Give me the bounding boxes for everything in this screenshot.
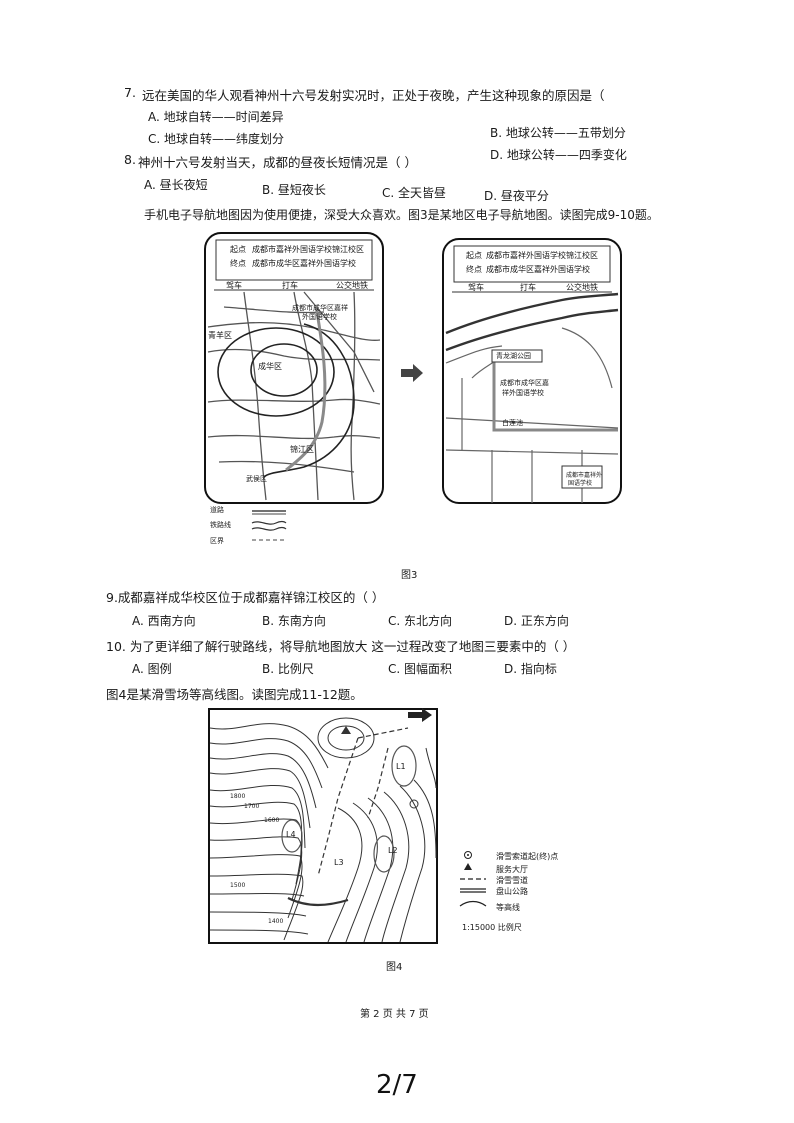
fig3-right-tab-drive: 驾车	[468, 283, 484, 292]
fig3-legend-road: 道路	[210, 506, 224, 514]
fig3-legend-railway: 铁路线	[210, 521, 231, 529]
fig3-right-tab-taxi: 打车	[520, 283, 536, 292]
q9-option-c: C. 东北方向	[388, 614, 453, 628]
fig4-elev-1800: 1800	[230, 793, 246, 800]
fig4-label-l3: L3	[334, 858, 344, 867]
q10-option-d: D. 指向标	[504, 662, 557, 676]
q10-option-b: B. 比例尺	[262, 662, 314, 676]
fig4-legend-symbols	[459, 851, 487, 907]
fig4-legend-contour: 等高线	[496, 903, 520, 912]
fig3-right-place-4-2: 国语学校	[568, 480, 593, 487]
fig4-elev-1500: 1500	[230, 882, 246, 889]
intro-9-10: 手机电子导航地图因为使用便捷，深受大众喜欢。图3是某地区电子导航地图。读图完成9…	[144, 208, 659, 222]
q9-option-d: D. 正东方向	[504, 614, 569, 628]
figure-3-left-map	[204, 232, 384, 504]
fig3-caption: 图3	[401, 570, 418, 581]
fig4-elev-1400: 1400	[268, 918, 284, 925]
fig4-label-l2: L2	[388, 846, 398, 855]
q8-option-a: A. 昼长夜短	[144, 178, 208, 192]
fig4-legend-scale: 1:15000 比例尺	[462, 923, 522, 932]
q7-option-d: D. 地球公转——四季变化	[490, 148, 627, 162]
fig3-right-place-1: 青龙湖公园	[496, 352, 531, 360]
q8-option-b: B. 昼短夜长	[262, 183, 326, 197]
fig3-left-dest-label-2: 外国语学校	[302, 313, 337, 321]
fig4-legend-road: 盘山公路	[496, 887, 528, 896]
q7-option-b: B. 地球公转——五带划分	[490, 126, 626, 140]
fig3-right-start-label: 起点	[466, 251, 482, 260]
fig3-right-tab-bus: 公交地铁	[566, 283, 598, 292]
fig3-right-place-3: 白莲池	[502, 419, 523, 427]
fig3-right-end-value: 成都市成华区嘉祥外国语学校	[486, 265, 590, 274]
fig3-left-end-label: 终点	[230, 259, 246, 268]
page-footer: 第 2 页 共 7 页	[360, 1009, 429, 1020]
q10-stem: 10. 为了更详细了解行驶路线，将导航地图放大 这一过程改变了地图三要素中的（ …	[106, 639, 576, 654]
fig4-legend-trail: 滑雪雪道	[496, 876, 528, 885]
q7-option-a: A. 地球自转——时间差异	[148, 110, 284, 124]
fig3-left-district-3: 锦江区	[290, 445, 314, 454]
fig3-right-place-2-1: 成都市成华区嘉	[500, 379, 549, 387]
fig4-elev-1700: 1700	[244, 803, 260, 810]
fig3-right-place-2-2: 祥外国语学校	[502, 389, 544, 397]
fig4-legend-hall: 服务大厅	[496, 865, 528, 874]
arrow-icon	[401, 364, 423, 382]
q10-option-c: C. 图幅面积	[388, 662, 453, 676]
fig3-left-start-label: 起点	[230, 245, 246, 254]
intro-11-12: 图4是某滑雪场等高线图。读图完成11-12题。	[106, 687, 363, 702]
fig3-legend-district: 区界	[210, 537, 224, 545]
fig4-caption: 图4	[386, 962, 403, 973]
fig3-left-district-2: 成华区	[258, 362, 282, 371]
fig3-left-end-value: 成都市成华区嘉祥外国语学校	[252, 259, 356, 268]
fig3-left-dest-label-1: 成都市成华区嘉祥	[292, 304, 348, 312]
fig3-right-end-label: 终点	[466, 265, 482, 274]
fig3-left-start-value: 成都市嘉祥外国语学校锦江校区	[252, 245, 364, 254]
q8-option-c: C. 全天皆昼	[382, 186, 447, 200]
fig3-left-tab-taxi: 打车	[282, 281, 298, 290]
figure-3-right-map	[442, 238, 622, 504]
q10-option-a: A. 图例	[132, 662, 172, 676]
fig4-label-l4: L4	[286, 830, 296, 839]
page-counter: 2/7	[376, 1070, 418, 1100]
q7-number: 7.	[124, 85, 136, 100]
q9-option-a: A. 西南方向	[132, 614, 196, 628]
q9-option-b: B. 东南方向	[262, 614, 326, 628]
fig4-label-l1: L1	[396, 762, 406, 771]
fig3-right-start-value: 成都市嘉祥外国语学校锦江校区	[486, 251, 598, 260]
q7-stem: 远在美国的华人观看神州十六号发射实况时，正处于夜晚，产生这种现象的原因是（	[142, 88, 605, 103]
figure-4-contour-map	[208, 708, 438, 944]
q9-stem: 9.成都嘉祥成华校区位于成都嘉祥锦江校区的（ ）	[106, 590, 385, 605]
q8-number: 8.	[124, 152, 136, 167]
q8-stem: 神州十六号发射当天，成都的昼夜长短情况是（ ）	[138, 155, 417, 170]
fig3-left-tab-drive: 驾车	[226, 281, 242, 290]
fig3-legend-symbols	[251, 510, 287, 541]
fig4-legend-station: 滑雪索道起(终)点	[496, 852, 559, 861]
fig4-elev-1600: 1600	[264, 817, 280, 824]
fig3-left-tab-bus: 公交地铁	[336, 281, 368, 290]
q8-option-d: D. 昼夜平分	[484, 189, 549, 203]
fig3-left-district-4: 武侯区	[246, 475, 267, 483]
fig3-right-place-4-1: 成都市嘉祥外	[566, 472, 603, 479]
q7-option-c: C. 地球自转——纬度划分	[148, 132, 285, 146]
fig3-left-district-1: 青羊区	[208, 331, 232, 340]
